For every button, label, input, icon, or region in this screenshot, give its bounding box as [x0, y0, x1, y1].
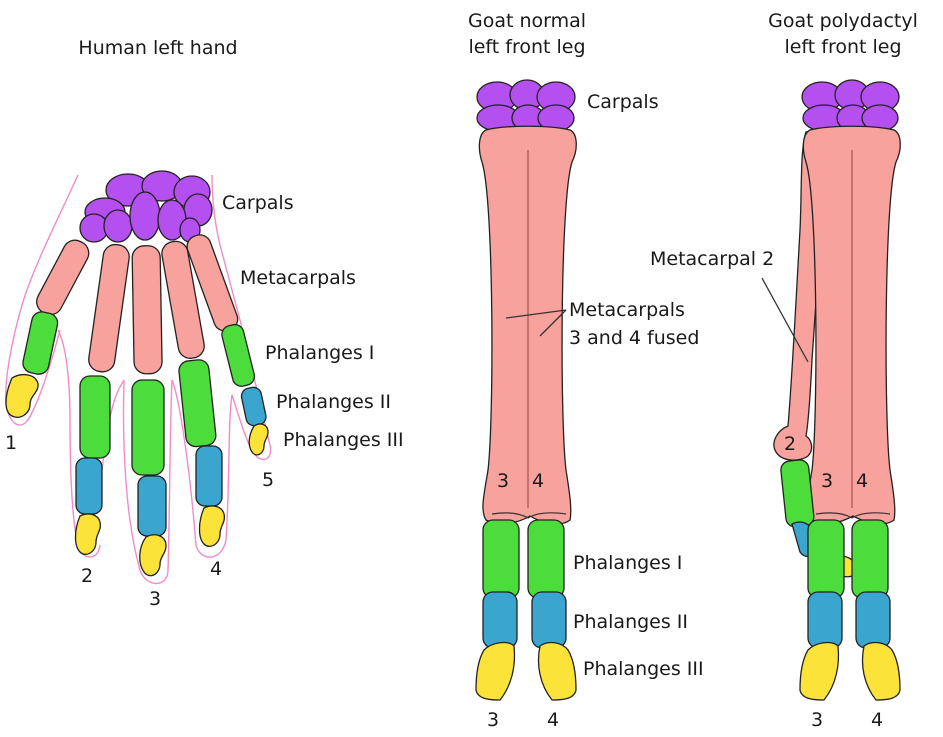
phalanx-3-bone: [139, 534, 167, 577]
digit-number: 3: [811, 709, 823, 731]
digit-number: 2: [81, 565, 93, 587]
leader-line: [539, 309, 567, 337]
digit-number: 4: [532, 470, 544, 492]
goat-normal-fused-label-line2: 3 and 4 fused: [569, 327, 699, 349]
leader-line: [505, 309, 567, 319]
goat-polydactyl-title-line1: Goat polydactyl: [768, 10, 918, 32]
phalanx-2-bone: [807, 591, 843, 649]
phalanx-3-bone: [248, 423, 269, 456]
phalanx-1-bone: [482, 519, 520, 599]
phalanx-1-bone: [851, 519, 889, 599]
goat-polydactyl-title-line2: left front leg: [784, 36, 901, 58]
goat-normal-title-line1: Goat normal: [468, 10, 586, 32]
human-title: Human left hand: [78, 37, 237, 59]
phalanx-3-bone: [861, 641, 901, 701]
digit-number: 4: [871, 709, 883, 731]
human-phalanges-1-label: Phalanges I: [265, 342, 374, 364]
phalanx-2-bone: [137, 475, 167, 537]
digit-number: 5: [262, 469, 274, 491]
phalanx-1-bone: [131, 379, 165, 476]
goat-normal-leg: Goat normal left front leg 3 4 Carpals M…: [468, 10, 704, 731]
metacarpal-bone: [161, 240, 205, 359]
metacarpal-2-label: Metacarpal 2: [650, 248, 774, 270]
human-hand: Human left hand: [4, 37, 404, 610]
goat-normal-carpals-label: Carpals: [587, 91, 659, 113]
phalanx-2-bone: [482, 591, 518, 649]
goat-normal-title-line2: left front leg: [468, 36, 585, 58]
phalanx-1-bone: [807, 519, 845, 599]
phalanx-3-bone: [475, 641, 516, 701]
phalanx-2-bone: [240, 386, 267, 427]
phalanx-2-bone: [855, 591, 891, 649]
human-carpals: [79, 170, 213, 243]
metacarpal-bone: [88, 243, 130, 373]
human-carpals-label: Carpals: [222, 192, 294, 214]
human-phalanges-2: [75, 386, 267, 537]
goat-normal-phalanges-2-label: Phalanges II: [573, 611, 688, 633]
phalanx-1-bone: [527, 519, 565, 599]
human-phalanges-3: [5, 373, 269, 577]
human-phalanges-1: [22, 311, 256, 476]
digit-number: 4: [547, 709, 559, 731]
digit-number: 3: [149, 588, 161, 610]
joint-line: [815, 512, 891, 519]
phalanx-1-bone: [780, 459, 815, 528]
phalanx-1-bone: [79, 375, 111, 459]
goat-polydactyl-leg: Goat polydactyl left front leg: [650, 10, 918, 731]
digit-number: 4: [210, 558, 222, 580]
human-metacarpals: [36, 234, 239, 375]
goat-polydactyl-carpals: [801, 79, 900, 132]
phalanx-3-bone: [5, 373, 39, 418]
goat-normal-phalanges-3-label: Phalanges III: [583, 658, 704, 680]
phalanx-1-bone: [22, 311, 59, 375]
phalanx-2-bone: [195, 445, 223, 507]
metacarpal-bone: [131, 245, 163, 375]
phalanx-2-bone: [531, 591, 567, 649]
digit-number: 3: [487, 709, 499, 731]
carpal-bone: [129, 191, 161, 241]
digit-number: 1: [5, 432, 17, 454]
phalanx-3-bone: [799, 641, 840, 701]
digit-number: 3: [821, 470, 833, 492]
digit-number: 2: [784, 433, 796, 455]
joint-line: [491, 512, 567, 519]
phalanx-2-bone: [75, 457, 103, 515]
phalanx-3-bone: [537, 641, 577, 701]
carpal-bone: [103, 209, 133, 243]
metacarpal-bone: [36, 239, 90, 316]
goat-normal-phalanges-1-label: Phalanges I: [573, 552, 682, 574]
human-phalanges-2-label: Phalanges II: [276, 391, 391, 413]
digit-number: 3: [497, 470, 509, 492]
goat-normal-carpals: [476, 79, 576, 132]
leader-line: [761, 277, 809, 363]
phalanx-1-bone: [221, 323, 256, 387]
phalanx-3-bone: [198, 505, 226, 548]
human-phalanges-3-label: Phalanges III: [283, 429, 404, 451]
human-metacarpals-label: Metacarpals: [240, 267, 356, 289]
phalanx-3-bone: [74, 513, 102, 556]
goat-normal-fused-label-line1: Metacarpals: [569, 299, 685, 321]
digit-number: 4: [856, 470, 868, 492]
